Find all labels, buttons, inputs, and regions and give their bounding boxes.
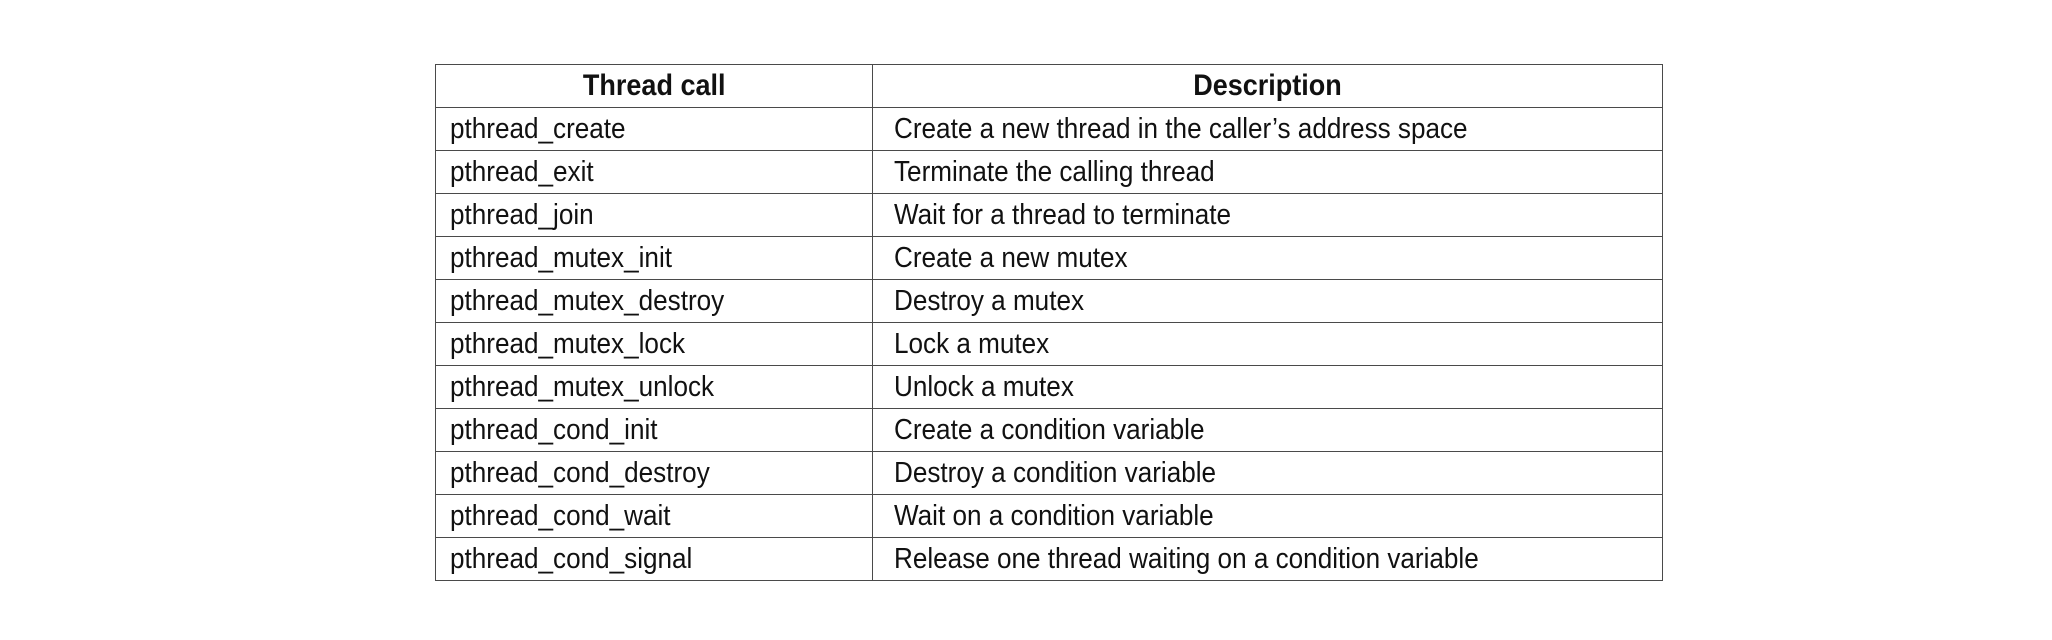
description-cell: Destroy a mutex <box>872 279 1663 323</box>
description-cell: Terminate the calling thread <box>872 150 1663 194</box>
thread-call-cell: pthread_cond_init <box>435 408 873 452</box>
pthread-calls-table: Thread call Description pthread_create C… <box>435 64 1663 581</box>
table-row: pthread_cond_signal Release one thread w… <box>435 537 1663 581</box>
table-row: pthread_cond_init Create a condition var… <box>435 408 1663 452</box>
table-header-row: Thread call Description <box>435 64 1663 108</box>
thread-call-cell: pthread_create <box>435 107 873 151</box>
table-row: pthread_cond_destroy Destroy a condition… <box>435 451 1663 495</box>
thread-call-cell: pthread_exit <box>435 150 873 194</box>
thread-call-cell: pthread_cond_wait <box>435 494 873 538</box>
description-cell: Unlock a mutex <box>872 365 1663 409</box>
table-row: pthread_mutex_destroy Destroy a mutex <box>435 279 1663 323</box>
table-row: pthread_create Create a new thread in th… <box>435 107 1663 151</box>
thread-call-cell: pthread_mutex_unlock <box>435 365 873 409</box>
table-row: pthread_mutex_lock Lock a mutex <box>435 322 1663 366</box>
table-row: pthread_exit Terminate the calling threa… <box>435 150 1663 194</box>
table-header: Thread call Description <box>435 64 1663 108</box>
table-row: pthread_join Wait for a thread to termin… <box>435 193 1663 237</box>
description-cell: Create a new mutex <box>872 236 1663 280</box>
description-cell: Release one thread waiting on a conditio… <box>872 537 1663 581</box>
description-cell: Create a condition variable <box>872 408 1663 452</box>
table-row: pthread_cond_wait Wait on a condition va… <box>435 494 1663 538</box>
thread-call-cell: pthread_cond_destroy <box>435 451 873 495</box>
thread-call-cell: pthread_cond_signal <box>435 537 873 581</box>
thread-call-cell: pthread_mutex_lock <box>435 322 873 366</box>
thread-call-cell: pthread_mutex_destroy <box>435 279 873 323</box>
thread-call-cell: pthread_join <box>435 193 873 237</box>
description-cell: Wait on a condition variable <box>872 494 1663 538</box>
table-row: pthread_mutex_init Create a new mutex <box>435 236 1663 280</box>
description-cell: Lock a mutex <box>872 322 1663 366</box>
description-cell: Create a new thread in the caller’s addr… <box>872 107 1663 151</box>
column-header-description: Description <box>872 64 1663 108</box>
description-cell: Wait for a thread to terminate <box>872 193 1663 237</box>
thread-call-cell: pthread_mutex_init <box>435 236 873 280</box>
description-cell: Destroy a condition variable <box>872 451 1663 495</box>
column-header-thread-call: Thread call <box>435 64 873 108</box>
table-body: pthread_create Create a new thread in th… <box>435 107 1663 581</box>
table-row: pthread_mutex_unlock Unlock a mutex <box>435 365 1663 409</box>
